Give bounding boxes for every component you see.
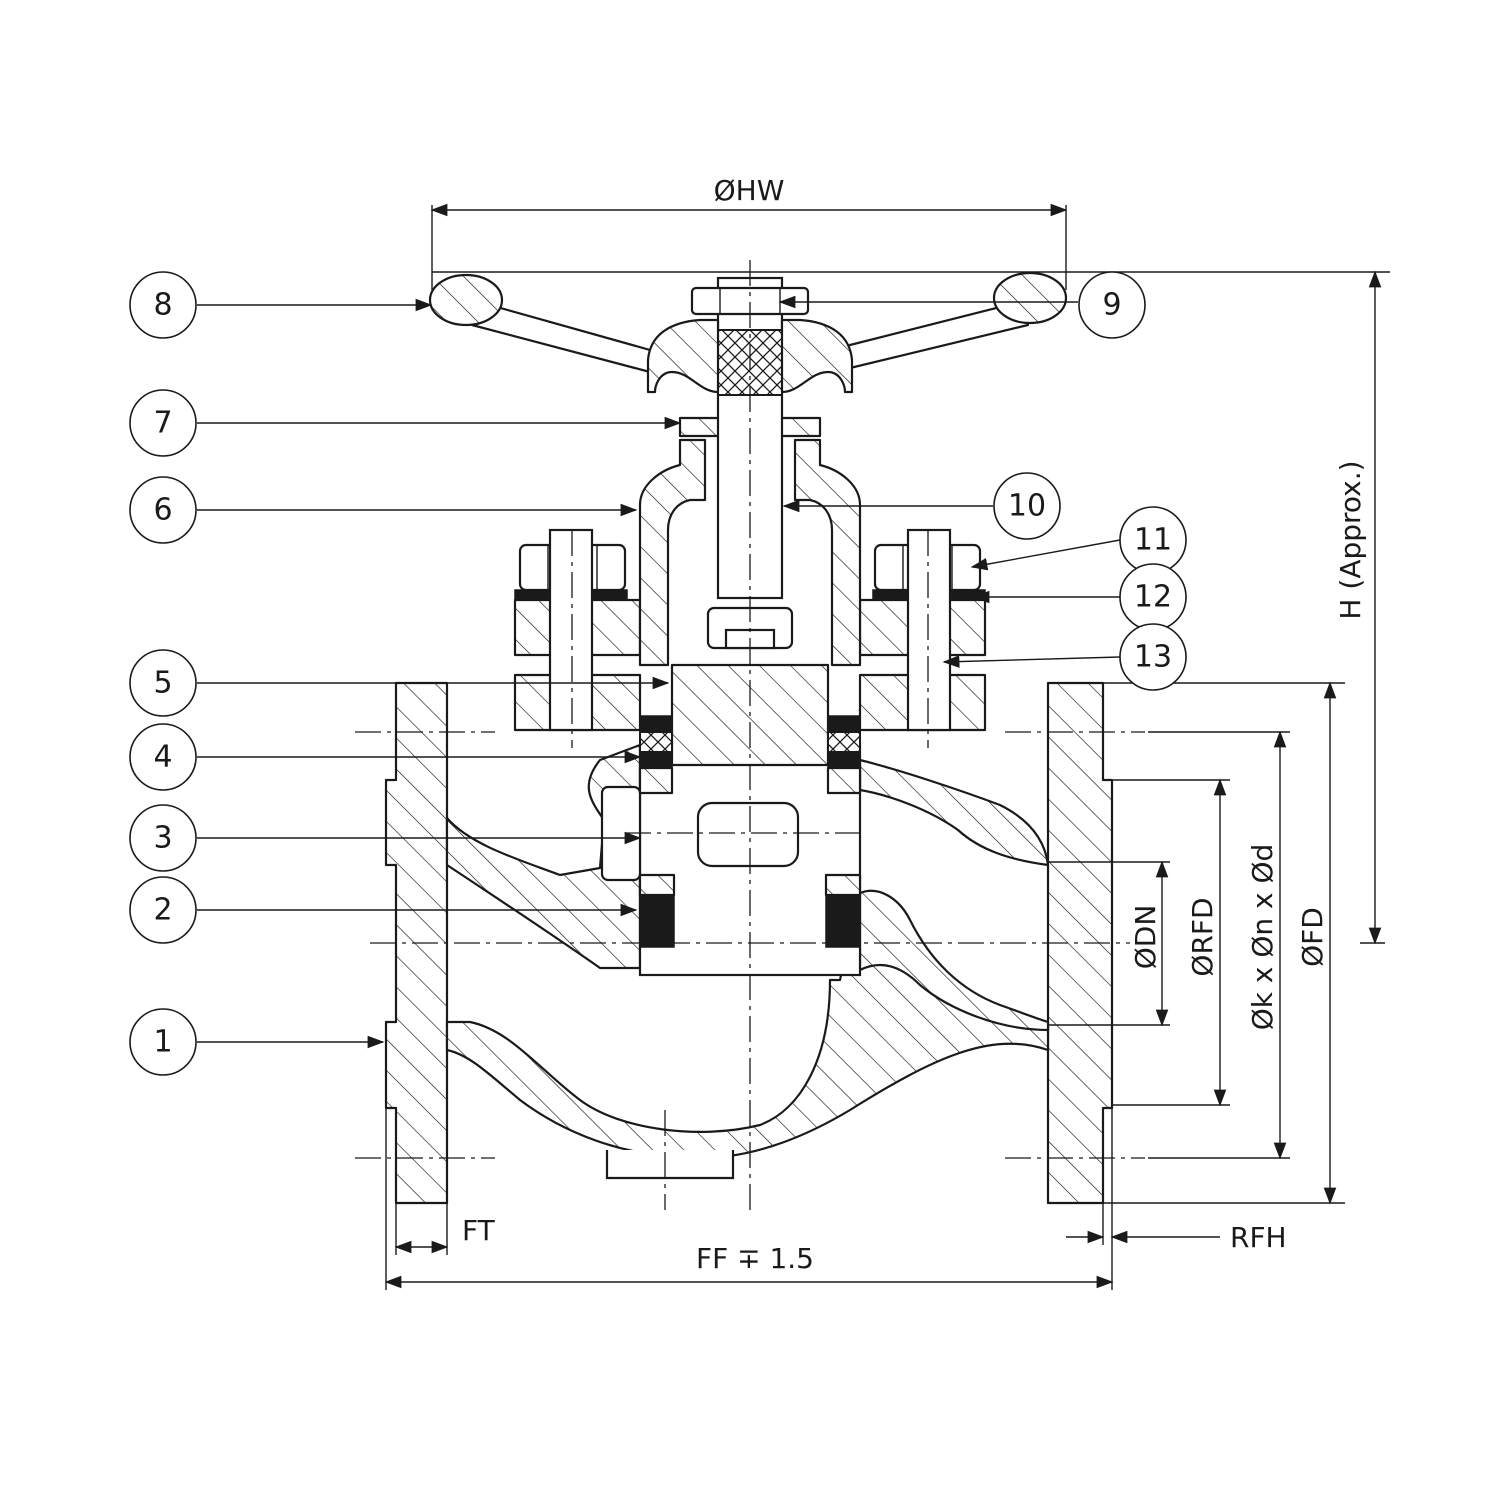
drain-boss [605, 1150, 735, 1180]
callout-9: 9 [1078, 271, 1146, 339]
seat-ring-left [639, 894, 675, 948]
ring-right-mid [827, 731, 861, 753]
ring-right-bot [827, 751, 861, 769]
ring-right-top [827, 715, 861, 733]
ring-left-bot [639, 751, 673, 769]
bolting [514, 528, 986, 732]
dim-fd: ØFD [1296, 907, 1329, 967]
stud-right [906, 528, 952, 732]
svg-text:7: 7 [153, 406, 172, 441]
callout-1: 1 [129, 1008, 197, 1076]
svg-text:12: 12 [1134, 580, 1172, 615]
callout-6: 6 [129, 476, 197, 544]
hub [646, 318, 720, 394]
valve-body [384, 681, 1114, 1205]
dim-ff: FF ∓ 1.5 [696, 1242, 814, 1275]
callout-13: 13 [1119, 623, 1187, 691]
callout-leaders [197, 295, 1121, 1049]
dim-rfd: ØRFD [1186, 897, 1219, 976]
dim-dn: ØDN [1129, 905, 1162, 970]
callout-10: 10 [993, 472, 1061, 540]
center-lines [355, 260, 1145, 1210]
dim-bolt-circle: Øk x Øn x Ød [1246, 844, 1279, 1031]
hub-right [780, 318, 854, 394]
svg-text:2: 2 [153, 893, 172, 928]
svg-text:8: 8 [153, 288, 172, 323]
spoke-left [470, 298, 652, 374]
callout-3: 3 [129, 804, 197, 872]
ring-left-mid [639, 731, 673, 753]
svg-text:13: 13 [1134, 640, 1172, 675]
ring-left-top [639, 715, 673, 733]
rim-left [428, 273, 504, 327]
callout-bubbles: 1 2 3 4 5 6 7 8 9 10 11 12 13 [129, 271, 1187, 1076]
outlet-wall [858, 758, 1050, 867]
cage-window [696, 801, 800, 868]
svg-text:3: 3 [153, 821, 172, 856]
dim-rfh: RFH [1230, 1221, 1287, 1254]
callout-2: 2 [129, 876, 197, 944]
svg-text:6: 6 [153, 493, 172, 528]
svg-text:1: 1 [153, 1025, 172, 1060]
seat-holder-left [638, 873, 676, 897]
callout-11: 11 [1119, 506, 1187, 574]
dim-hw: ØHW [714, 174, 785, 207]
callout-12: 12 [1119, 563, 1187, 631]
bonnet-neck-left [638, 438, 707, 667]
svg-text:4: 4 [153, 740, 172, 775]
callout-5: 5 [129, 649, 197, 717]
bonnet-neck-right [793, 438, 862, 667]
rim-right [992, 271, 1068, 325]
dim-ft: FT [462, 1214, 496, 1247]
seat-diaphragm [858, 889, 1050, 1032]
callout-4: 4 [129, 723, 197, 791]
seat-holder-right [824, 873, 862, 897]
ring-left-holder [638, 766, 674, 795]
dim-height: H (Approx.) [1334, 460, 1367, 619]
stud-left [548, 528, 594, 732]
svg-text:5: 5 [153, 666, 172, 701]
ring-right-holder [826, 766, 862, 795]
seat-ring-right [825, 894, 861, 948]
svg-text:10: 10 [1008, 489, 1046, 524]
svg-text:11: 11 [1134, 523, 1172, 558]
dimensions: ØHW H (Approx.) ØDN ØRFD Øk x Øn x Ød ØF… [384, 174, 1390, 1290]
svg-text:9: 9 [1102, 288, 1121, 323]
callout-8: 8 [129, 271, 197, 339]
callout-7: 7 [129, 389, 197, 457]
